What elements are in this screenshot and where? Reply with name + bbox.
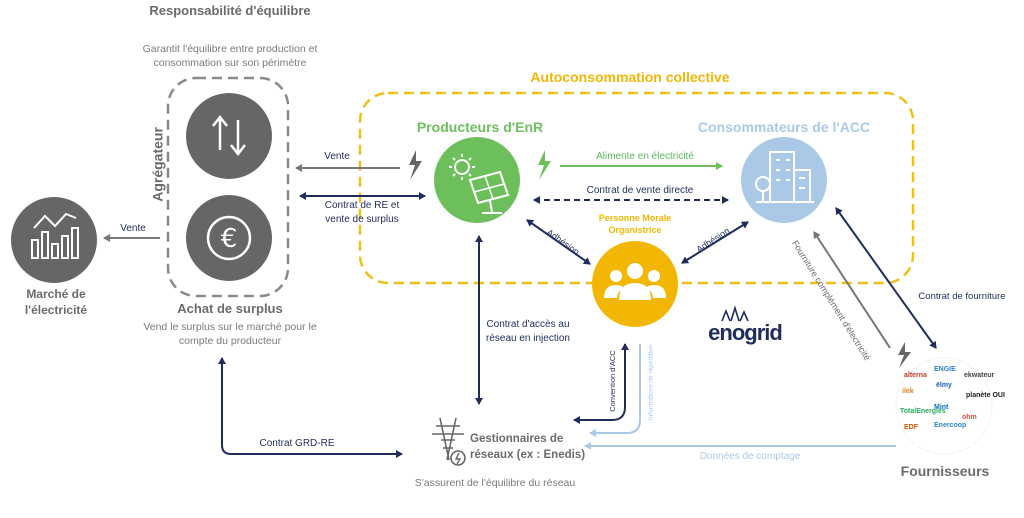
- suppliers-cluster: [895, 357, 993, 455]
- flow-vente-agg-label: Vente: [324, 151, 350, 162]
- supplier-logo: ENGIE: [934, 366, 956, 373]
- supplier-logo: ëlmy: [936, 382, 952, 389]
- grid-description: S'assurent de l'équilibre du réseau: [414, 477, 576, 489]
- pmo-title: Personne Morale Organistrice: [598, 213, 672, 236]
- flow-contrat-grd-re: [218, 357, 403, 458]
- flow-adhesion-right: [681, 221, 749, 264]
- lightning-icon: [898, 342, 911, 368]
- bar-chart-icon: [11, 197, 97, 283]
- supplier-logo: Mint: [934, 404, 949, 411]
- suppliers-title: Fournisseurs: [900, 463, 990, 479]
- euro-icon: €: [186, 195, 272, 281]
- acc-title: Autoconsommation collective: [530, 69, 730, 85]
- flow-donnees-label: Données de comptage: [699, 451, 801, 462]
- supplier-logo: alterna: [904, 372, 927, 379]
- supplier-logo: EDF: [904, 424, 918, 431]
- svg-text:€: €: [221, 224, 238, 254]
- flow-vente-directe-label: Contrat de vente directe: [586, 185, 694, 196]
- surplus-description: Vend le surplus sur le marché pour le co…: [143, 321, 317, 348]
- supplier-logo: ohm: [962, 414, 977, 421]
- consumers-title: Consommateurs de l'ACC: [697, 119, 871, 135]
- flow-adhesion-left: [526, 219, 591, 265]
- enogrid-logo: enogrid: [708, 320, 783, 345]
- lightning-icon: [538, 150, 551, 180]
- aggregator-description: Garantit l'équilibre entre production et…: [142, 43, 318, 70]
- solar-panel-icon: [434, 137, 520, 223]
- supplier-logo: Enercoop: [934, 422, 967, 429]
- flow-vente-market-label: Vente: [120, 223, 146, 234]
- pylon-icon: [432, 417, 466, 466]
- flow-contrat-re-label: Contrat de RE et vente de surplus: [324, 200, 400, 225]
- aggregator-boundary: [166, 76, 290, 298]
- flow-contrat-fourniture-label: Contrat de fourniture: [918, 291, 1006, 302]
- flow-contrat-fourniture: [835, 207, 937, 349]
- flow-informations: [589, 344, 641, 437]
- group-icon: [592, 241, 678, 327]
- up-down-arrows-icon: [186, 93, 272, 179]
- supplier-logo: ekwateur: [964, 372, 995, 379]
- building-icon: [741, 137, 827, 223]
- producers-title: Producteurs d'EnR: [416, 119, 544, 135]
- supplier-logo: TotalEnergies: [900, 408, 946, 415]
- supplier-logo: planète OUI: [966, 392, 1005, 399]
- surplus-title: Achat de surplus: [177, 301, 283, 316]
- aggregator-label: Agrégateur: [149, 127, 166, 202]
- flow-contrat-grd-re-label: Contrat GRD-RE: [259, 438, 335, 449]
- flow-convention-label: Convention d'ACC: [607, 350, 617, 412]
- flow-contrat-acces-label: Contrat d'accès au réseau en injection: [486, 319, 570, 344]
- lightning-icon: [409, 150, 422, 180]
- enogrid-logo-icon: [721, 305, 749, 322]
- flow-informations-label: Informations de répartition: [647, 344, 655, 421]
- aggregator-title: Responsabilité d'équilibre: [149, 3, 311, 18]
- flow-convention: [573, 343, 629, 424]
- market-title: Marché de l'électricité: [24, 287, 88, 318]
- supplier-logo: ilek: [902, 388, 914, 395]
- grid-title: Gestionnaires de réseaux (ex : Enedis): [470, 433, 586, 461]
- flow-alimente-label: Alimente en électricité: [596, 151, 694, 162]
